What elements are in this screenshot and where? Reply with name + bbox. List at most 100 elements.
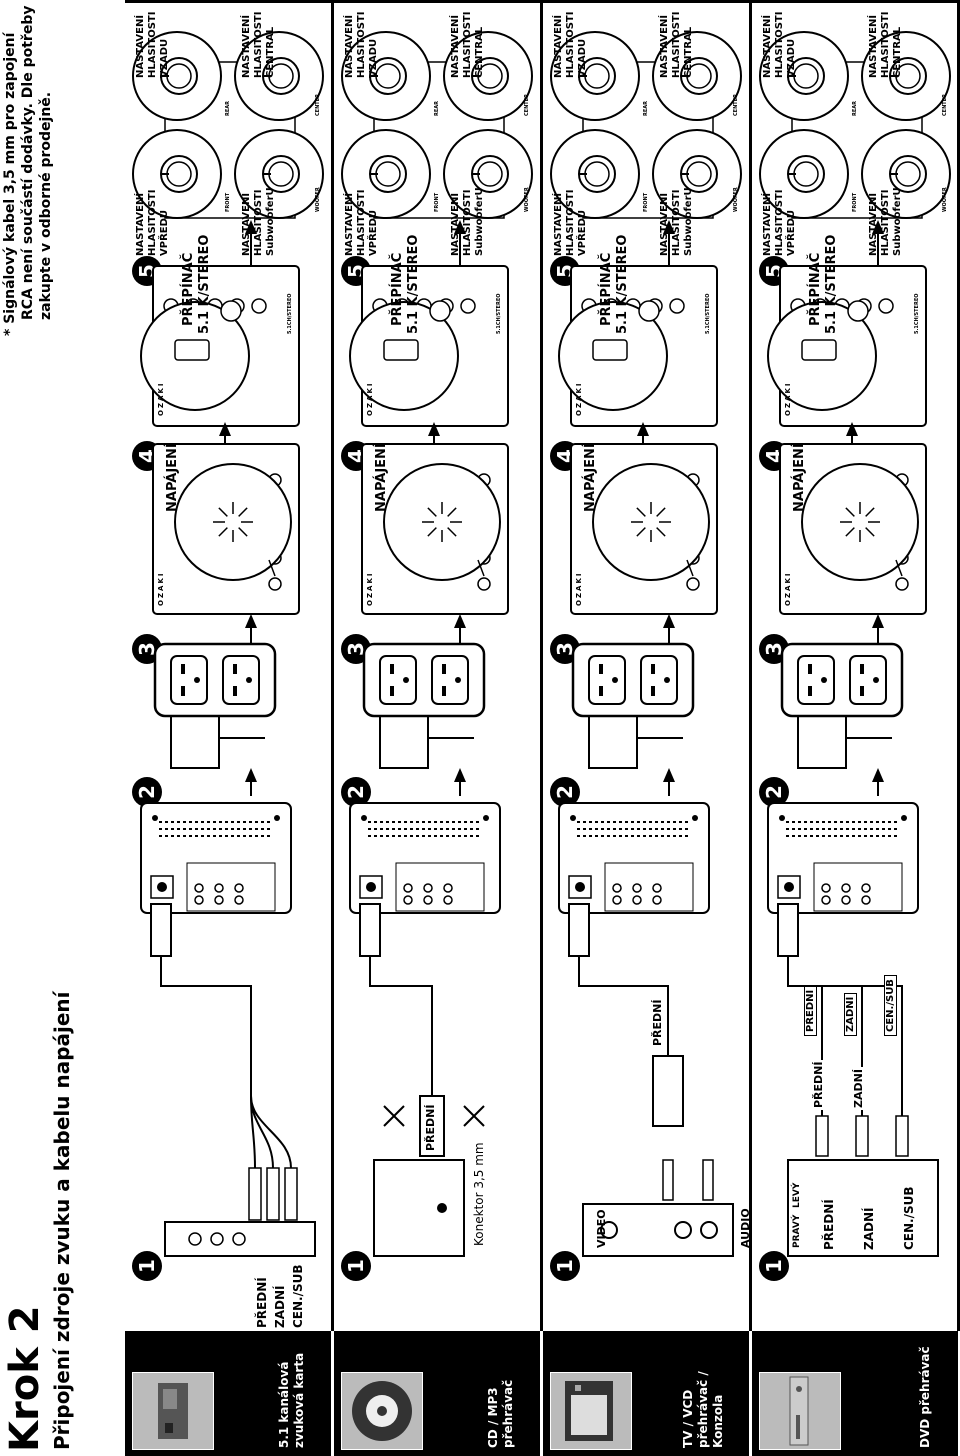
soundcard-jack [210, 1232, 224, 1246]
audio-cable [787, 956, 903, 1116]
rear-panel-device [140, 802, 292, 914]
output-terminal-block [186, 862, 276, 912]
rear-panel-device [767, 802, 919, 914]
woofer-small-label: WOOFER [524, 187, 530, 212]
switch-label: PŘEPÍNAČ [390, 252, 405, 326]
speaker-front-power [361, 443, 509, 615]
outlet-socket [797, 655, 835, 705]
power-zoom-circle [801, 463, 919, 581]
outlet-slot [651, 686, 655, 696]
power-label: NAPÁJENÍ [374, 443, 389, 512]
mid-rear-label: ZADNÍ [852, 1067, 865, 1110]
step-arrow-head [245, 220, 257, 234]
switch-label: PŘEPÍNAČ [599, 252, 614, 326]
audio-cable [250, 1095, 292, 1169]
mode-switch [220, 300, 242, 322]
power-light-ray [447, 507, 457, 517]
output-jack [821, 895, 831, 905]
output-jack [403, 883, 413, 893]
signal-plug [568, 903, 590, 957]
output-jack [234, 895, 244, 905]
step-arrow-head [454, 220, 466, 234]
outlet-slot [808, 686, 812, 696]
rca-adapter [652, 1055, 684, 1127]
output-jack [612, 895, 622, 905]
knob-sub-label: NASTAVENÍ HLASITOSTI SubwooferU [659, 187, 694, 256]
output-jack [652, 883, 662, 893]
center-small-label: CENTER [315, 94, 321, 116]
input-socket-hole [157, 882, 167, 892]
signal-plug [359, 903, 381, 957]
outlet-slot [808, 664, 812, 674]
output-jack [841, 883, 851, 893]
step-badge [341, 777, 371, 807]
power-light-ray [845, 507, 855, 517]
left-label: LEVÝ [792, 1182, 802, 1208]
outlet-slot [599, 664, 603, 674]
rca-plug [248, 1167, 262, 1221]
outlet-ground [873, 677, 879, 683]
outlet-socket [640, 655, 678, 705]
rear-panel-device [558, 802, 710, 914]
knob-rear-label: NASTAVENÍ HLASITOSTI VZADU [553, 11, 588, 78]
front-knob [895, 577, 909, 591]
outlet-slot [651, 664, 655, 674]
dvd-center-sub-label: CEN./SUB [902, 1186, 916, 1250]
output-jack [423, 883, 433, 893]
audio-jack [674, 1221, 692, 1239]
dvd-rear-label: ZADNÍ [862, 1207, 876, 1250]
knob-sub-label: NASTAVENÍ HLASITOSTI SubwooferU [241, 187, 276, 256]
switch-hand-icon [801, 339, 837, 361]
rca-plug [284, 1167, 298, 1221]
switch-mode-label: 5.1 K/STEREO [406, 234, 421, 334]
cd-player-photo [341, 1372, 423, 1450]
power-label: NAPÁJENÍ [792, 443, 807, 512]
front-small-label: FRONT [434, 192, 440, 212]
mid-front-label: PŘEDNÍ [812, 1059, 825, 1110]
output-jack [861, 895, 871, 905]
row-dvd: DVD přehrávač [752, 0, 958, 1456]
outlet-slot [599, 686, 603, 696]
step-number: 1 [135, 1259, 159, 1273]
rca-plug [702, 1159, 714, 1201]
outlet-slot [181, 686, 185, 696]
speaker-front-power [570, 443, 718, 615]
step-arrow-head [872, 614, 884, 628]
speaker-front-switch [132, 31, 324, 427]
outlet-socket [170, 655, 208, 705]
brand-label: OZAKI [157, 381, 165, 416]
knob-front-label: NASTAVENÍ HLASITOSTI VPŘEDU [135, 189, 170, 256]
screw [779, 815, 785, 821]
outlet-socket [222, 655, 260, 705]
step-number: 3 [344, 642, 368, 656]
outlet-slot [233, 686, 237, 696]
rear-small-label: REAR [852, 101, 858, 116]
rca-plug [266, 1167, 280, 1221]
outlet-ground [194, 677, 200, 683]
front-knob [268, 577, 282, 591]
power-light-ray [427, 507, 437, 517]
step-badge [759, 777, 789, 807]
signal-plug [777, 903, 799, 957]
unused-plug-x [383, 1105, 405, 1127]
mode-small-label: 5.1CH/STEREO [496, 293, 502, 334]
speaker-front-power [779, 443, 927, 615]
step-number: 1 [553, 1259, 577, 1273]
knob-rear-label: NASTAVENÍ HLASITOSTI VZADU [762, 11, 797, 78]
outlet-slot [233, 664, 237, 674]
screw [361, 815, 367, 821]
outlet-ground [612, 677, 618, 683]
switch-mode-label: 5.1 K/STEREO [197, 234, 212, 334]
speaker-front-switch [759, 31, 951, 427]
output-jack [423, 895, 433, 905]
step-arrow-head [428, 422, 440, 436]
dvd-output-panel [787, 1159, 939, 1257]
soundcard-photo [132, 1372, 214, 1450]
front-knob [477, 577, 491, 591]
power-light-ray [427, 527, 437, 537]
switch-label: PŘEPÍNAČ [181, 252, 196, 326]
